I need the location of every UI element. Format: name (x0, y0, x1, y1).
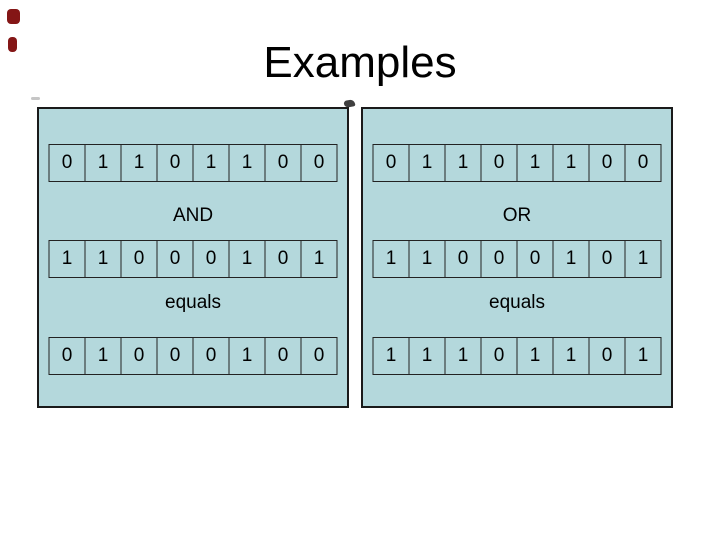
bit-cell: 0 (480, 337, 518, 375)
bit-cell: 1 (84, 240, 122, 278)
bit-cell: 1 (84, 144, 122, 182)
scan-artifact (31, 97, 40, 100)
or-operator-label: OR (502, 205, 532, 226)
bit-cell: 1 (228, 337, 266, 375)
bit-cell: 0 (588, 144, 626, 182)
bit-cell: 0 (156, 240, 194, 278)
bit-cell: 1 (408, 144, 446, 182)
bit-cell: 0 (588, 240, 626, 278)
bit-cell: 0 (372, 144, 410, 182)
bit-cell: 1 (120, 144, 158, 182)
bit-cell: 0 (480, 144, 518, 182)
bit-cell: 0 (300, 337, 338, 375)
page-title: Examples (263, 38, 457, 87)
bit-cell: 1 (48, 240, 86, 278)
bit-cell: 0 (264, 337, 302, 375)
bit-cell: 1 (228, 144, 266, 182)
bit-cell: 1 (300, 240, 338, 278)
bit-cell: 1 (552, 337, 590, 375)
bit-cell: 1 (372, 240, 410, 278)
bit-cell: 0 (192, 337, 230, 375)
bit-cell: 1 (84, 337, 122, 375)
bit-cell: 0 (120, 240, 158, 278)
bit-cell: 0 (588, 337, 626, 375)
bit-cell: 0 (444, 240, 482, 278)
bit-cell: 1 (192, 144, 230, 182)
bit-cell: 0 (264, 144, 302, 182)
bit-cell: 1 (552, 144, 590, 182)
bit-cell: 0 (48, 144, 86, 182)
bit-cell: 1 (624, 240, 662, 278)
bit-cell: 0 (624, 144, 662, 182)
bit-cell: 0 (516, 240, 554, 278)
bit-cell: 1 (408, 337, 446, 375)
accent-mark-icon (8, 37, 17, 52)
bit-cell: 1 (552, 240, 590, 278)
bit-cell: 0 (120, 337, 158, 375)
bit-cell: 0 (264, 240, 302, 278)
bit-cell: 0 (300, 144, 338, 182)
bit-cell: 1 (624, 337, 662, 375)
and-equals-label: equals (165, 292, 221, 313)
bit-cell: 1 (228, 240, 266, 278)
bit-cell: 0 (156, 144, 194, 182)
bit-cell: 0 (480, 240, 518, 278)
bit-cell: 0 (48, 337, 86, 375)
bit-cell: 0 (192, 240, 230, 278)
bit-cell: 1 (372, 337, 410, 375)
bit-cell: 1 (516, 337, 554, 375)
and-operator-label: AND (172, 205, 214, 226)
bit-cell: 1 (408, 240, 446, 278)
bit-cell: 0 (156, 337, 194, 375)
bit-cell: 1 (516, 144, 554, 182)
accent-mark-icon (7, 9, 20, 24)
bit-cell: 1 (444, 337, 482, 375)
or-equals-label: equals (489, 292, 545, 313)
bit-cell: 1 (444, 144, 482, 182)
